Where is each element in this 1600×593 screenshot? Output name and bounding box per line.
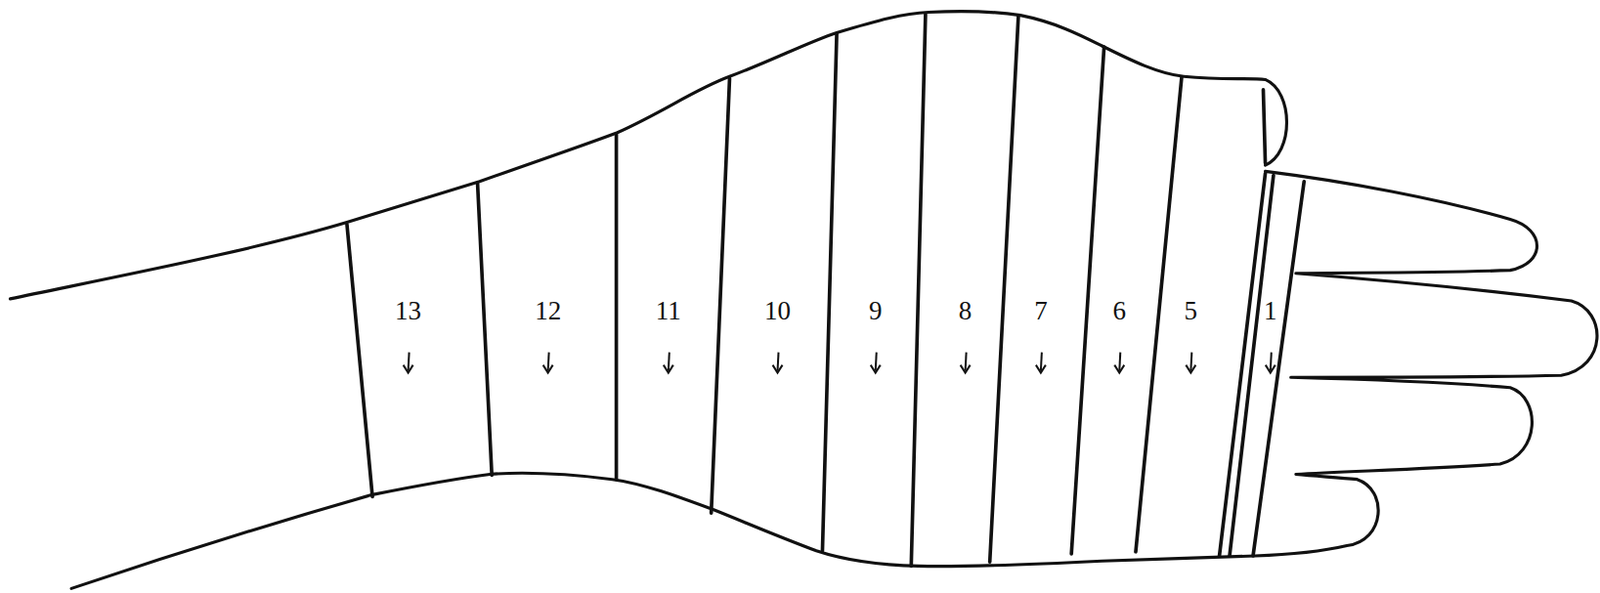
band-edge bbox=[346, 224, 373, 498]
callout-number: 1 bbox=[1263, 298, 1278, 325]
callout-number: 11 bbox=[655, 298, 682, 325]
direction-arrows bbox=[403, 352, 1276, 374]
band-edge bbox=[1253, 181, 1304, 557]
down-arrow bbox=[403, 352, 414, 374]
callout-number: 5 bbox=[1184, 298, 1199, 325]
down-arrow bbox=[663, 352, 674, 374]
callout-number: 10 bbox=[764, 298, 791, 325]
band-edge bbox=[711, 78, 731, 514]
callout-number: 9 bbox=[868, 298, 883, 325]
down-arrow bbox=[1036, 352, 1046, 374]
down-arrow bbox=[1114, 352, 1125, 374]
down-arrow bbox=[1265, 352, 1276, 374]
band-edge bbox=[1219, 172, 1266, 557]
down-arrow bbox=[960, 352, 971, 374]
band-edge bbox=[477, 183, 493, 476]
band-edge bbox=[1135, 77, 1182, 552]
callout-number: 7 bbox=[1034, 298, 1048, 325]
band-edge bbox=[1262, 89, 1265, 164]
band-edge bbox=[990, 16, 1019, 563]
callout-number: 12 bbox=[534, 298, 562, 325]
band-edge bbox=[821, 33, 837, 551]
bandage-edges bbox=[346, 14, 1304, 567]
callout-number: 8 bbox=[958, 298, 973, 325]
down-arrow bbox=[1185, 352, 1196, 374]
band-edge bbox=[614, 134, 619, 480]
band-edge bbox=[1071, 46, 1104, 555]
callout-number: 13 bbox=[394, 298, 422, 325]
down-arrow bbox=[543, 352, 554, 374]
callout-number: 6 bbox=[1113, 298, 1127, 325]
down-arrow bbox=[870, 352, 881, 374]
down-arrow bbox=[773, 352, 783, 374]
band-edge bbox=[910, 14, 926, 567]
hand-outline bbox=[9, 11, 1598, 590]
